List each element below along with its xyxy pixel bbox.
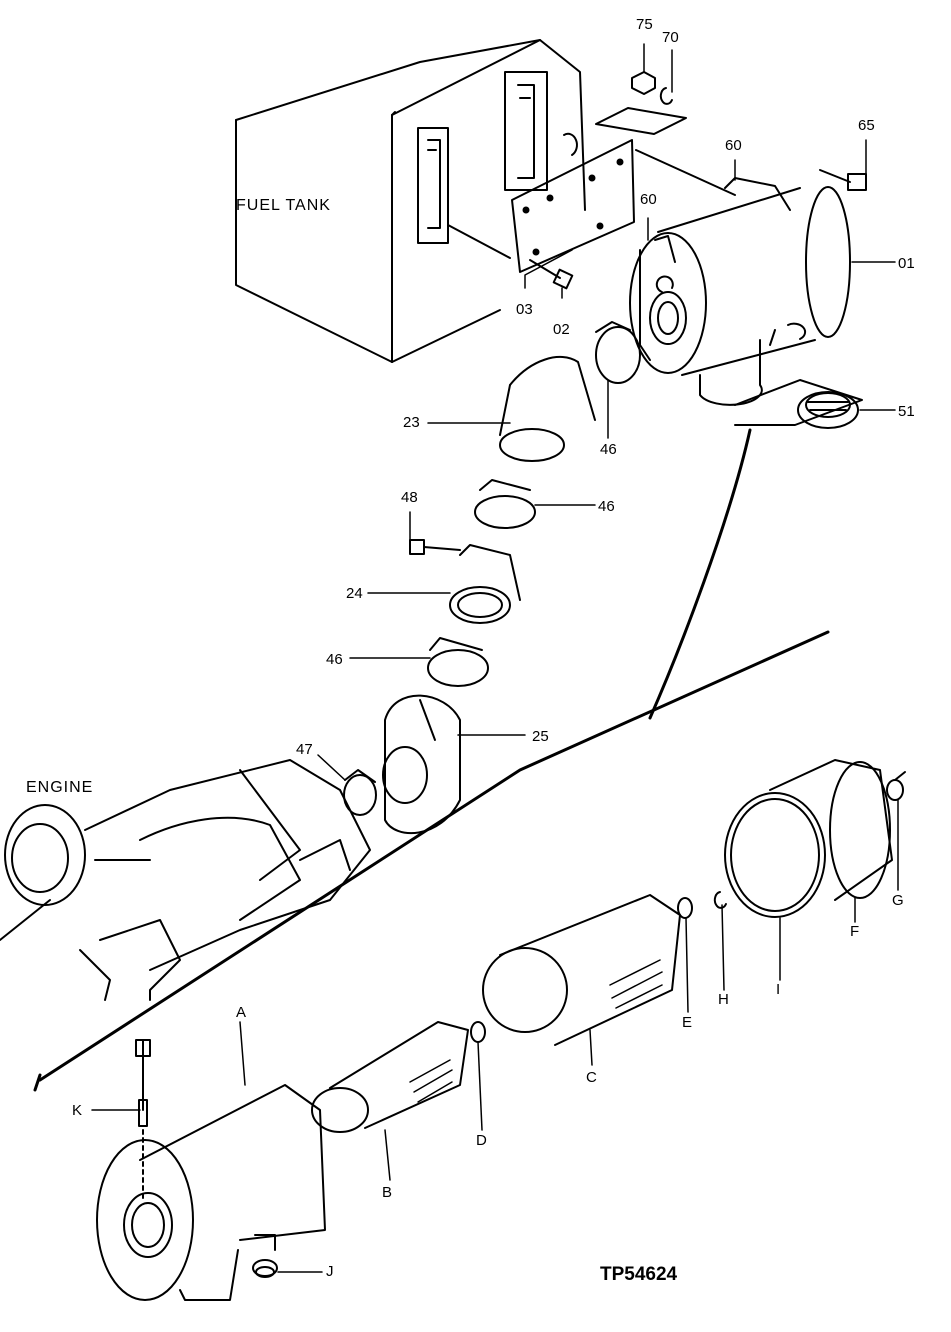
callout-24: 24 — [346, 585, 363, 602]
seal-i — [725, 793, 825, 917]
callout-h: H — [718, 991, 729, 1008]
callout-k: K — [72, 1102, 83, 1119]
hose-23 — [500, 357, 595, 461]
callout-d: D — [476, 1132, 487, 1149]
engine — [0, 760, 370, 1000]
indicator-k — [136, 1040, 150, 1200]
callout-65: 65 — [858, 117, 875, 134]
bolt-02 — [530, 260, 572, 288]
wing-nut-e — [678, 898, 692, 918]
tube-24 — [450, 545, 520, 623]
wing-nut-d — [471, 1022, 485, 1042]
fuel-tank-label: FUEL TANK — [236, 197, 331, 214]
elbow-25 — [383, 696, 460, 834]
tank-latch-right — [505, 72, 547, 190]
wing-nut-g — [887, 772, 905, 800]
cover-f — [770, 760, 892, 900]
callout-01: 01 — [898, 255, 915, 272]
callout-c: C — [586, 1069, 597, 1086]
air-cleaner-assembly — [630, 178, 850, 405]
callout-b: B — [382, 1184, 393, 1201]
callout-46-lower: 46 — [326, 651, 343, 668]
mount-pad — [596, 108, 686, 134]
engine-label: ENGINE — [26, 779, 94, 796]
callout-e: E — [682, 1014, 693, 1031]
element-b — [312, 1022, 468, 1132]
washer-70 — [661, 88, 672, 104]
leader-lines — [92, 44, 898, 1272]
callout-48: 48 — [401, 489, 418, 506]
callout-23: 23 — [403, 414, 420, 431]
callout-47: 47 — [296, 741, 313, 758]
clamp-46-upper — [596, 322, 640, 383]
evacuator-valve-51 — [735, 380, 862, 428]
callout-02: 02 — [553, 321, 570, 338]
callout-j: J — [326, 1263, 334, 1280]
clamp-46-middle — [475, 480, 535, 528]
nut-75 — [632, 72, 655, 94]
callout-a: A — [236, 1004, 247, 1021]
callout-03: 03 — [516, 301, 533, 318]
callout-70: 70 — [662, 29, 679, 46]
clamp-46-lower — [428, 638, 488, 686]
valve-j — [253, 1260, 277, 1277]
callout-25: 25 — [532, 728, 549, 745]
callout-51: 51 — [898, 403, 915, 420]
tank-latch-left — [418, 128, 448, 243]
bracket-plate — [448, 140, 634, 272]
section-divider — [35, 430, 828, 1090]
callout-60-lower: 60 — [640, 191, 657, 208]
callout-f: F — [850, 923, 860, 940]
clip-h — [715, 892, 726, 908]
fuel-tank — [236, 40, 585, 362]
drawing-code: TP54624 — [600, 1264, 678, 1285]
callout-i: I — [776, 981, 781, 998]
callout-g: G — [892, 892, 904, 909]
bolt-48 — [410, 540, 460, 554]
callout-46-middle: 46 — [598, 498, 615, 515]
bolt-65 — [820, 170, 866, 190]
callout-60-upper: 60 — [725, 137, 742, 154]
callout-75: 75 — [636, 16, 653, 33]
element-c — [483, 895, 680, 1045]
housing-a — [97, 1085, 325, 1300]
callout-46-upper: 46 — [600, 441, 617, 458]
clamp-47 — [344, 770, 376, 815]
